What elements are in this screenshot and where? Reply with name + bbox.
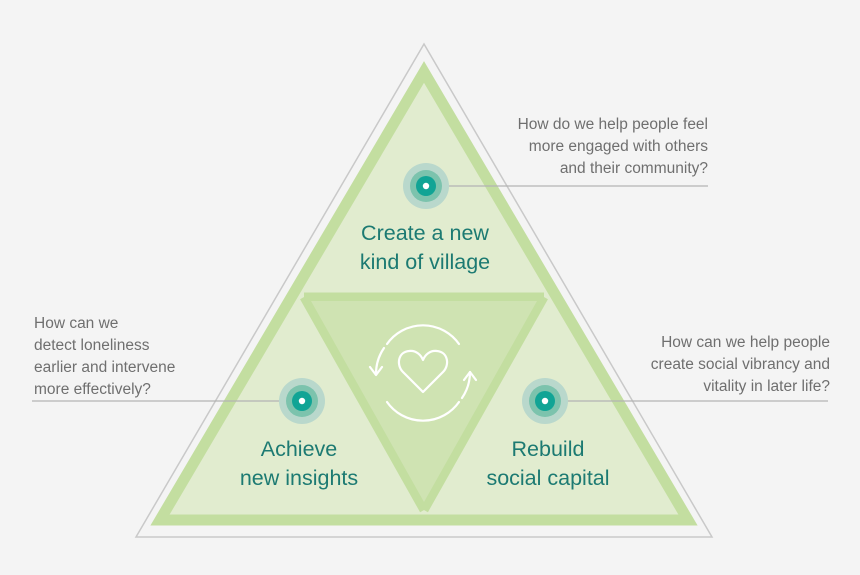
connector-lines: [32, 185, 828, 402]
question-top: How do we help people feel more engaged …: [518, 114, 708, 180]
outer-outline-triangle: [134, 42, 714, 538]
title-line: Achieve: [260, 437, 338, 461]
question-line: earlier and intervene: [34, 359, 176, 376]
segment-title-right: Rebuild social capital: [448, 435, 648, 493]
segment-title-top: Create a new kind of village: [325, 219, 525, 277]
title-line: kind of village: [359, 250, 491, 274]
question-line: vitality in later life?: [703, 378, 830, 395]
question-line: How do we help people feel: [517, 116, 708, 133]
question-line: and their community?: [559, 160, 708, 177]
title-line: Rebuild: [511, 437, 585, 461]
question-line: detect loneliness: [34, 337, 150, 354]
question-line: more effectively?: [34, 381, 151, 398]
marker-right: [522, 378, 568, 424]
question-line: How can we help people: [661, 334, 830, 351]
title-line: Create a new: [361, 221, 489, 245]
question-left: How can we detect loneliness earlier and…: [34, 313, 175, 401]
heart-cycle-icon: [368, 324, 478, 422]
question-right: How can we help people create social vib…: [651, 332, 830, 398]
segment-dividers: [300, 292, 548, 513]
question-line: How can we: [34, 315, 119, 332]
center-triangle: [311, 301, 537, 502]
marker-top: [403, 163, 449, 209]
segment-title-left: Achieve new insights: [199, 435, 399, 493]
marker-left: [279, 378, 325, 424]
title-line: new insights: [239, 466, 359, 490]
question-line: more engaged with others: [528, 138, 708, 155]
question-line: create social vibrancy and: [650, 356, 830, 373]
title-line: social capital: [486, 466, 610, 490]
